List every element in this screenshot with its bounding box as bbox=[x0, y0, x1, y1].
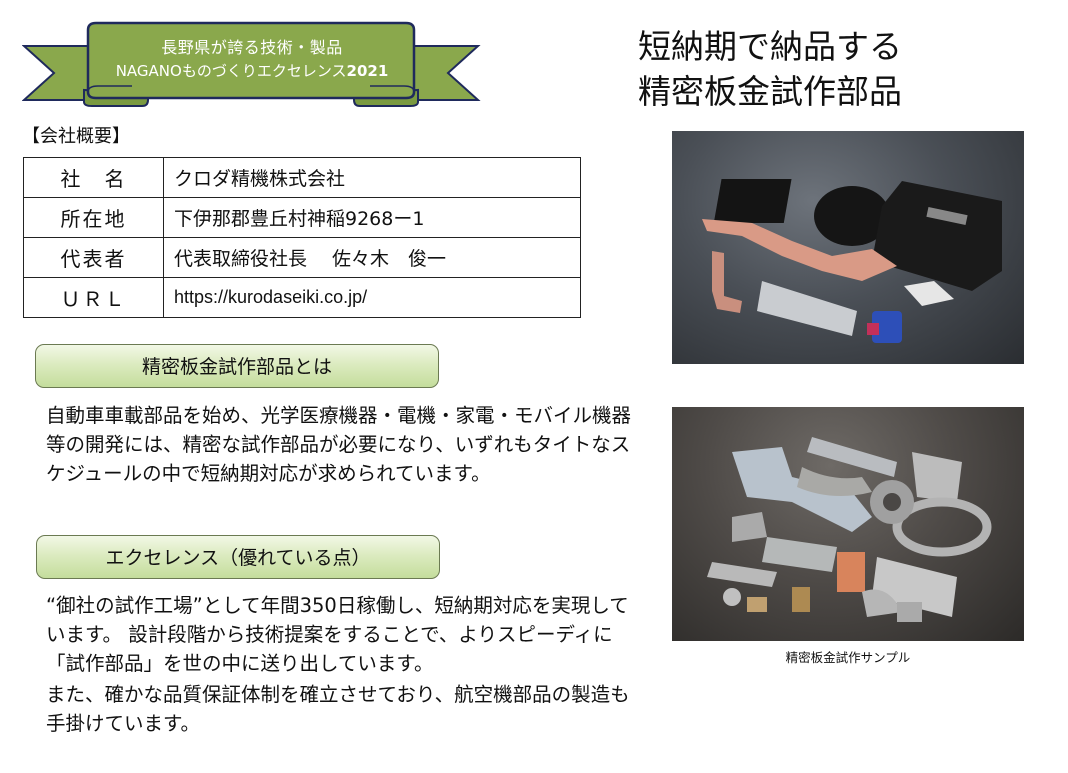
company-overview-heading: 【会社概要】 bbox=[22, 126, 130, 147]
product-photo-sheet-metal-samples bbox=[672, 407, 1024, 641]
photo-caption: 精密板金試作サンプル bbox=[785, 650, 911, 665]
banner-title: 長野県が誇る技術・製品 bbox=[161, 38, 343, 57]
banner-year: 2021 bbox=[346, 62, 389, 80]
company-name-value: クロダ精機株式会社 bbox=[163, 157, 581, 198]
address-value: 下伊那郡豊丘村神稲9268ー1 bbox=[163, 197, 581, 238]
excellence-paragraph-2: また、確かな品質保証体制を確立させており、航空機部品の製造も手掛けています。 bbox=[46, 683, 630, 735]
ribbon-graphic bbox=[22, 21, 481, 107]
table-row: 所在地 下伊那郡豊丘村神稲9268ー1 bbox=[23, 197, 581, 238]
page-headline: 短納期で納品する 精密板金試作部品 bbox=[610, 24, 930, 114]
banner-subtitle: NAGANOものづくりエクセレンス2021 bbox=[92, 60, 412, 81]
excellence-paragraph-1: “御社の試作工場”として年間350日稼働し、短納期対応を実現しています。 設計段… bbox=[46, 594, 629, 675]
url-value[interactable]: https://kurodaseiki.co.jp/ bbox=[163, 277, 581, 318]
award-banner: 長野県が誇る技術・製品 NAGANOものづくりエクセレンス2021 bbox=[22, 20, 482, 108]
table-row: 社 名 クロダ精機株式会社 bbox=[23, 157, 581, 198]
table-row: ＵＲＬ https://kurodaseiki.co.jp/ bbox=[23, 277, 581, 318]
section-body-excellence: “御社の試作工場”として年間350日稼働し、短納期対応を実現しています。 設計段… bbox=[46, 591, 646, 738]
section-heading-excellence: エクセレンス（優れている点） bbox=[36, 535, 440, 579]
section-heading-what-is: 精密板金試作部品とは bbox=[35, 344, 439, 388]
row-label: 所在地 bbox=[23, 197, 164, 238]
row-label: 社 名 bbox=[23, 157, 164, 198]
representative-value: 代表取締役社長 佐々木 俊一 bbox=[163, 237, 581, 278]
row-label: ＵＲＬ bbox=[23, 277, 164, 318]
section-body-what-is: 自動車車載部品を始め、光学医療機器・電機・家電・モバイル機器等の開発には、精密な… bbox=[46, 404, 632, 485]
photo-placeholder-graphic bbox=[707, 437, 992, 622]
banner-subtitle-text: NAGANOものづくりエクセレンス bbox=[115, 62, 347, 80]
row-label: 代表者 bbox=[23, 237, 164, 278]
headline-line-1: 短納期で納品する bbox=[638, 27, 902, 66]
product-photo-electronic-parts bbox=[672, 131, 1024, 364]
company-info-table: 社 名 クロダ精機株式会社 所在地 下伊那郡豊丘村神稲9268ー1 代表者 代表… bbox=[23, 157, 581, 318]
headline-line-2: 精密板金試作部品 bbox=[638, 72, 902, 111]
table-row: 代表者 代表取締役社長 佐々木 俊一 bbox=[23, 237, 581, 278]
photo-placeholder-graphic bbox=[702, 179, 1002, 343]
